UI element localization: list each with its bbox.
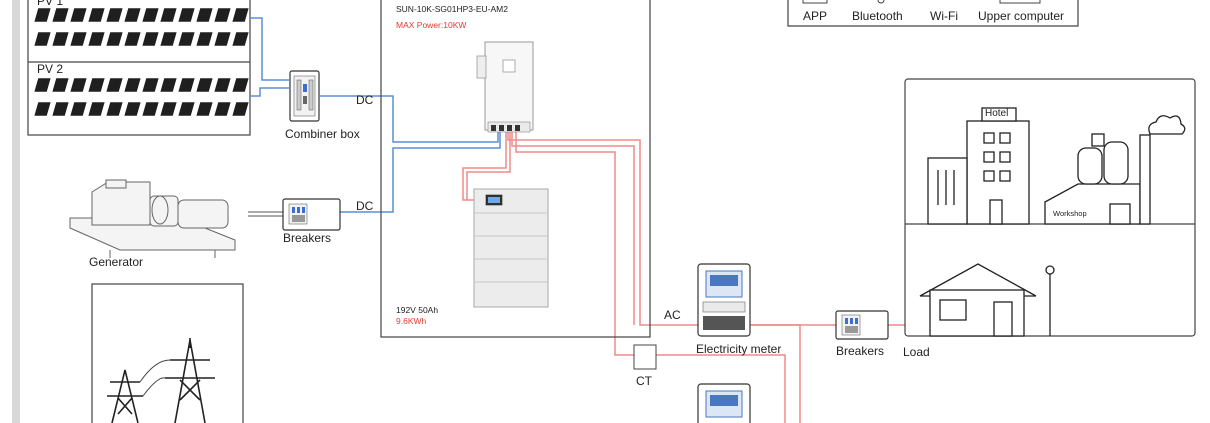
solar-panel bbox=[105, 7, 124, 23]
solar-panel bbox=[69, 7, 88, 23]
solar-panel bbox=[141, 31, 160, 47]
solar-panel bbox=[123, 7, 142, 23]
solar-panel bbox=[33, 101, 52, 117]
pv-array bbox=[27, 0, 251, 136]
solar-panel bbox=[231, 31, 250, 47]
solar-panel bbox=[105, 77, 124, 93]
load-label: Load bbox=[903, 345, 930, 359]
solar-panel bbox=[123, 77, 142, 93]
workshop-sign: Workshop bbox=[1053, 209, 1087, 218]
generator-label: Generator bbox=[89, 255, 144, 269]
battery-spec: 192V 50Ah bbox=[396, 305, 439, 315]
solar-panel bbox=[231, 77, 250, 93]
solar-panel bbox=[213, 7, 232, 23]
load-breakers bbox=[835, 310, 889, 340]
generator bbox=[69, 179, 236, 258]
electricity-meter-lower bbox=[697, 383, 751, 423]
solar-panel bbox=[177, 7, 196, 23]
solar-panel bbox=[51, 77, 70, 93]
monitoring-panel bbox=[787, 0, 1079, 27]
electricity-meter-label: Electricity meter bbox=[696, 342, 782, 356]
page-left-margin-bar bbox=[12, 0, 20, 423]
solar-panel bbox=[159, 31, 178, 47]
battery-capacity: 9.6KWh bbox=[396, 316, 427, 326]
solar-panel bbox=[231, 7, 250, 23]
solar-panel bbox=[51, 31, 70, 47]
solar-panel bbox=[195, 77, 214, 93]
solar-panel bbox=[141, 77, 160, 93]
solar-panel bbox=[51, 7, 70, 23]
solar-panel bbox=[87, 77, 106, 93]
inverter-max-power: MAX Power:10KW bbox=[396, 20, 467, 30]
solar-panel bbox=[213, 31, 232, 47]
inverter-system-frame bbox=[380, 0, 651, 338]
solar-panel bbox=[33, 31, 52, 47]
grid-power-towers bbox=[91, 283, 244, 423]
battery-stack bbox=[473, 188, 549, 308]
solar-panel bbox=[141, 7, 160, 23]
dc-wiring bbox=[248, 17, 501, 217]
solar-panel bbox=[33, 7, 52, 23]
solar-panel bbox=[177, 31, 196, 47]
hybrid-inverter bbox=[476, 41, 534, 133]
inverter-model: SUN-10K-SG01HP3-EU-AM2 bbox=[396, 4, 508, 14]
hotel-sign: Hotel bbox=[985, 108, 1009, 119]
solar-panel bbox=[141, 101, 160, 117]
solar-panel bbox=[123, 101, 142, 117]
pv1-label: PV 1 bbox=[37, 0, 64, 8]
solar-panel bbox=[69, 101, 88, 117]
electricity-meter bbox=[697, 263, 751, 337]
load-buildings bbox=[904, 78, 1196, 337]
dc-top-label: DC bbox=[356, 93, 374, 107]
solar-panel bbox=[195, 31, 214, 47]
pv-panel-rows bbox=[33, 7, 250, 117]
solar-panel bbox=[105, 101, 124, 117]
ac-wiring bbox=[462, 130, 905, 423]
solar-panel bbox=[159, 77, 178, 93]
pv2-label: PV 2 bbox=[37, 62, 64, 76]
combiner-box bbox=[289, 70, 320, 122]
combiner-box-label: Combiner box bbox=[285, 127, 360, 141]
solar-panel bbox=[69, 77, 88, 93]
generator-breakers-label: Breakers bbox=[283, 231, 332, 245]
solar-panel bbox=[159, 101, 178, 117]
solar-panel bbox=[87, 31, 106, 47]
ct-label: CT bbox=[636, 374, 652, 388]
solar-panel bbox=[177, 101, 196, 117]
solar-panel bbox=[105, 31, 124, 47]
monitor-wifi-label: Wi-Fi bbox=[930, 9, 958, 23]
dc-bottom-label: DC bbox=[356, 199, 374, 213]
solar-panel bbox=[231, 101, 250, 117]
load-breakers-label: Breakers bbox=[836, 344, 885, 358]
solar-panel bbox=[123, 31, 142, 47]
solar-panel bbox=[69, 31, 88, 47]
monitor-upper-computer-label: Upper computer bbox=[978, 9, 1065, 23]
solar-panel bbox=[195, 7, 214, 23]
monitor-bluetooth-label: Bluetooth bbox=[852, 9, 903, 23]
solar-panel bbox=[213, 101, 232, 117]
ct-sensor bbox=[633, 344, 657, 370]
solar-panel bbox=[177, 77, 196, 93]
monitor-app-label: APP bbox=[803, 9, 828, 23]
solar-panel bbox=[159, 7, 178, 23]
solar-panel bbox=[195, 101, 214, 117]
solar-panel bbox=[87, 7, 106, 23]
ac-label: AC bbox=[664, 308, 681, 322]
solar-panel bbox=[87, 101, 106, 117]
generator-breakers bbox=[282, 198, 341, 231]
solar-panel bbox=[33, 77, 52, 93]
solar-panel bbox=[213, 77, 232, 93]
solar-panel bbox=[51, 101, 70, 117]
